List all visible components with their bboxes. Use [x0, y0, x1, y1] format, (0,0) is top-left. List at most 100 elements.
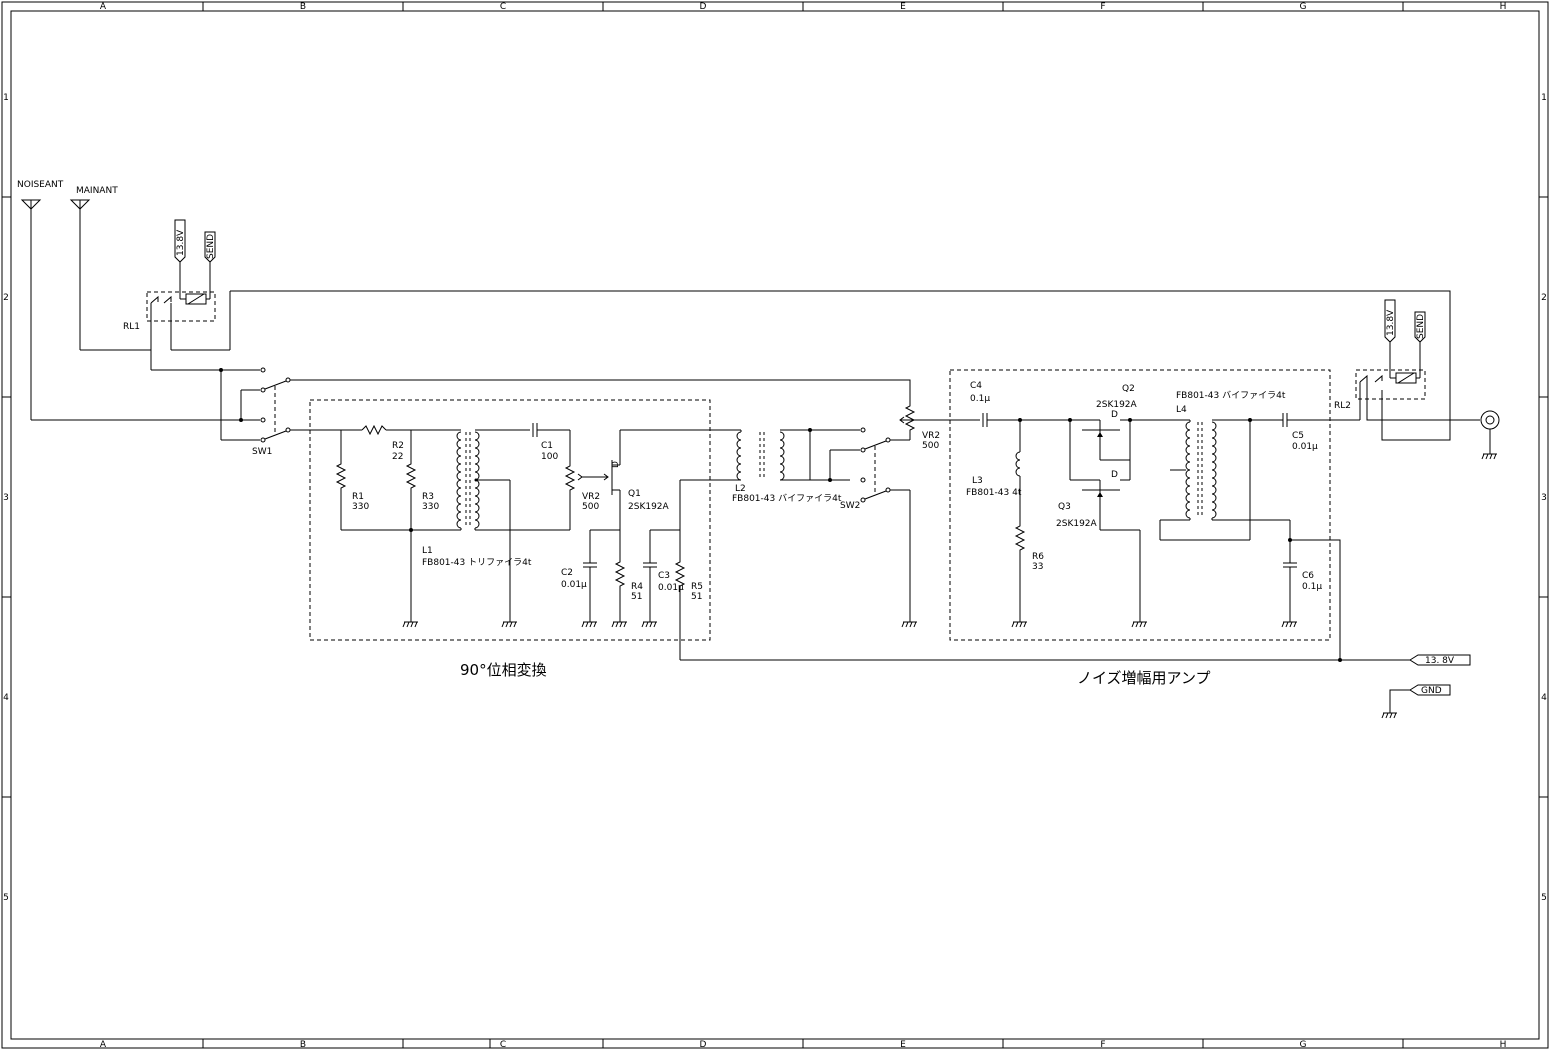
- r3-resistor: [406, 430, 416, 530]
- rl1-send-flag: [204, 231, 216, 283]
- rl1-send-text: SEND: [206, 234, 216, 259]
- l1-name: L1: [422, 546, 433, 556]
- c2-capacitor: [582, 530, 598, 622]
- frame-side-ticks: [2, 196, 1548, 798]
- r4-name: R4: [631, 582, 643, 592]
- r2-resistor: [341, 424, 411, 436]
- q1-name: Q1: [628, 489, 641, 499]
- rl2-13v8-text: 13.8V: [1386, 309, 1396, 336]
- l1-value: FB801-43 トリファイラ4t: [422, 557, 532, 568]
- ground-q3-icon: [1131, 621, 1148, 628]
- c4-name: C4: [970, 381, 982, 391]
- col-label-b-top: B: [300, 2, 306, 12]
- r4-resistor: [615, 555, 625, 622]
- l2-name: L2: [735, 484, 746, 494]
- rl2-send-flag: [1414, 311, 1426, 362]
- ground-coax-icon: [1481, 453, 1498, 460]
- r3-value: 330: [422, 502, 439, 512]
- vr2-phase-value: 500: [582, 502, 599, 512]
- ground-sw2-icon: [901, 621, 918, 628]
- col-label-d-bottom: D: [700, 1040, 707, 1050]
- l3-value: FB801-43 4t: [966, 488, 1022, 498]
- q1-pin-d: D: [611, 461, 621, 468]
- l3-inductor: [1015, 420, 1021, 520]
- switch-sw2-label: SW2: [840, 501, 860, 511]
- wire-sw1-to-vr2: [290, 379, 911, 400]
- ground-l1-center-icon: [501, 621, 518, 628]
- ground-c2-icon: [581, 621, 598, 628]
- ground-c6-icon: [1281, 621, 1298, 628]
- col-label-c-bottom: C: [500, 1040, 506, 1050]
- c1-value: 100: [541, 452, 558, 462]
- wire-rl2-to-connector: [1366, 381, 1480, 421]
- vr2-main-pot[interactable]: [899, 399, 980, 437]
- row-label-2-right: 2: [1541, 293, 1547, 303]
- col-label-h-top: H: [1500, 2, 1507, 12]
- q1-jfet: [603, 429, 710, 560]
- noise-antenna-label: NOISEANT: [17, 180, 64, 190]
- ground-r6-icon: [1011, 621, 1028, 628]
- c1-capacitor: [532, 422, 570, 438]
- col-label-c-top: C: [500, 2, 506, 12]
- relay-rl1: [146, 283, 231, 370]
- phase-shift-title: 90°位相変換: [460, 661, 547, 679]
- main-antenna-label: MAINANT: [76, 186, 118, 196]
- rl1-13v8-text: 13.8V: [176, 229, 186, 256]
- vr2-phase-pot[interactable]: [475, 430, 608, 531]
- r5-resistor: [675, 480, 685, 660]
- vr2-main-name: VR2: [922, 431, 940, 441]
- r6-value: 33: [1032, 562, 1043, 572]
- q2-value: 2SK192A: [1096, 400, 1138, 410]
- ground-port-icon: [1381, 712, 1398, 719]
- r5-name: R5: [691, 582, 703, 592]
- frame-bottom-ticks: [202, 1039, 1404, 1048]
- port-gnd-label: GND: [1421, 686, 1442, 696]
- wire-rl1-to-rl2: [230, 290, 1451, 441]
- r4-value: 51: [631, 592, 642, 602]
- rl2-13v8-flag: [1384, 299, 1396, 362]
- r3-name: R3: [422, 492, 434, 502]
- port-13v8-label: 13. 8V: [1425, 656, 1455, 666]
- phase-shift-block: [309, 399, 711, 641]
- switch-sw2[interactable]: [860, 427, 911, 622]
- c6-value: 0.1μ: [1302, 582, 1322, 592]
- ground-c3-icon: [641, 621, 658, 628]
- q3-pin-d: D: [1111, 470, 1118, 480]
- c1-name: C1: [541, 441, 553, 451]
- transformer-l1: [411, 429, 530, 622]
- r1-name: R1: [352, 492, 364, 502]
- c6-capacitor: [1282, 540, 1298, 622]
- ground-l1-icon: [402, 621, 419, 628]
- row-label-5-left: 5: [3, 893, 9, 903]
- r1-resistor: [336, 430, 346, 530]
- row-label-1-left: 1: [3, 93, 9, 103]
- noise-antenna-icon: [20, 199, 42, 420]
- noise-amp-block: [949, 369, 1331, 641]
- switch-sw1-label: SW1: [252, 447, 272, 457]
- col-label-h-bottom: H: [1500, 1040, 1507, 1050]
- frame-top-ticks: [202, 2, 1404, 11]
- col-label-d-top: D: [700, 2, 707, 12]
- coax-connector-icon[interactable]: [1480, 410, 1500, 454]
- col-label-f-top: F: [1100, 2, 1105, 12]
- switch-sw1[interactable]: [31, 367, 291, 443]
- c6-name: C6: [1302, 571, 1314, 581]
- q3-jfet: [1082, 420, 1141, 622]
- c3-capacitor: [642, 530, 658, 622]
- c2-value: 0.01μ: [561, 580, 587, 590]
- row-label-3-right: 3: [1541, 493, 1547, 503]
- node-supply-junction: [1338, 658, 1342, 662]
- r2-value: 22: [392, 452, 403, 462]
- relay-rl2: [1355, 362, 1426, 400]
- r1-value: 330: [352, 502, 369, 512]
- q2-jfet: [1069, 418, 1180, 481]
- row-label-4-right: 4: [1541, 693, 1547, 703]
- row-label-5-right: 5: [1541, 893, 1547, 903]
- main-antenna-icon: [69, 199, 91, 350]
- relay-rl1-label: RL1: [123, 322, 140, 332]
- row-label-1-right: 1: [1541, 93, 1547, 103]
- r2-name: R2: [392, 441, 404, 451]
- c5-capacitor: [1250, 392, 1361, 428]
- c5-value: 0.01μ: [1292, 442, 1318, 452]
